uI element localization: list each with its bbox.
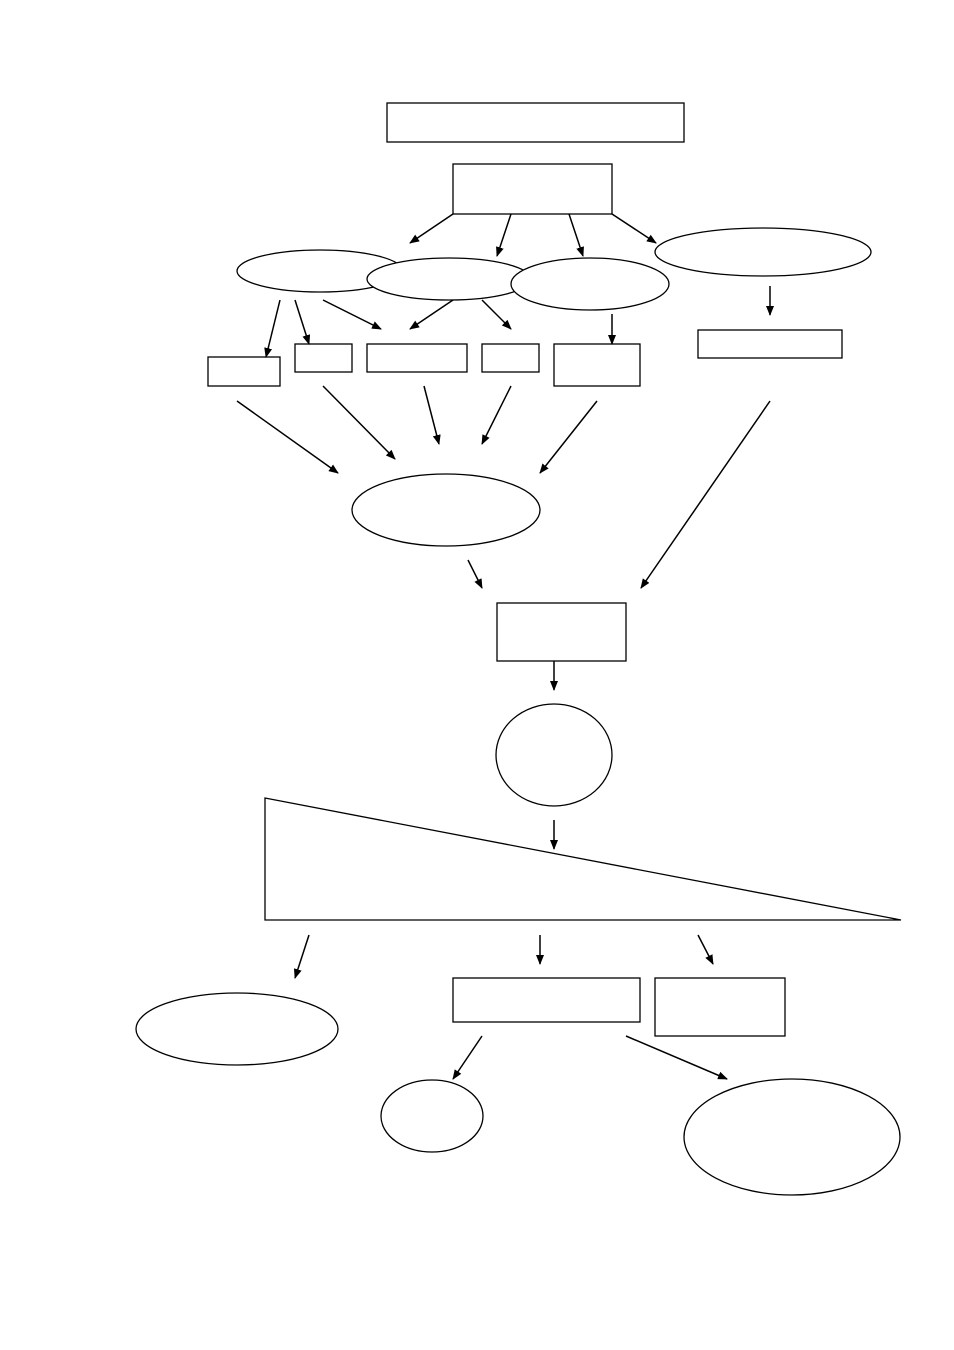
arrow-bottom-box-to-large-ellipse [625,1035,728,1080]
arrow-bottom-box-to-small-circle [452,1035,483,1080]
arrow-box-6-to-center-box [640,400,771,589]
arrow-box-5-to-convergence [539,400,598,474]
ellipse-bottom-large [683,1078,901,1196]
box-level3-3 [366,343,468,373]
ellipse-branch-2 [366,257,532,301]
box-level3-1 [207,356,281,387]
box-level3-5 [553,343,641,387]
arrow-branch-1-to-box-1 [264,299,281,358]
arrow-branch-1-to-box-3 [322,299,382,330]
box-bottom-center [452,977,641,1023]
arrow-branch-2-to-box-4 [481,299,512,330]
box-level3-2 [294,343,353,373]
circle-center [495,703,613,807]
arrow-box-2-to-convergence [322,385,396,460]
arrow-root-to-branch-2 [496,213,512,257]
arrow-root-to-branch-4 [611,213,657,244]
arrow-branch-2-to-box-3 [409,299,454,330]
circle-bottom-small [380,1079,484,1153]
ellipse-convergence [351,473,541,547]
ellipse-branch-3 [510,257,670,311]
box-center [496,602,627,662]
arrow-branch-1-to-box-2 [294,299,311,345]
box-level3-6 [697,329,843,359]
ellipse-bottom-left [135,992,339,1066]
arrow-root-to-branch-1 [409,213,454,244]
ellipse-branch-4 [654,227,872,277]
arrow-convergence-to-center-box [467,559,483,589]
arrow-box-4-to-convergence [481,385,512,445]
arrow-box-1-to-convergence [236,400,339,474]
arrow-triangle-to-bottom-left [293,934,310,979]
root-box [452,163,613,215]
box-bottom-right [654,977,786,1037]
arrow-box-3-to-convergence [423,385,441,445]
arrow-triangle-to-bottom-right [697,934,714,965]
arrow-root-to-branch-3 [568,213,584,257]
box-level3-4 [481,343,540,373]
top-title-box [386,102,685,143]
triangle-scale [264,797,902,921]
